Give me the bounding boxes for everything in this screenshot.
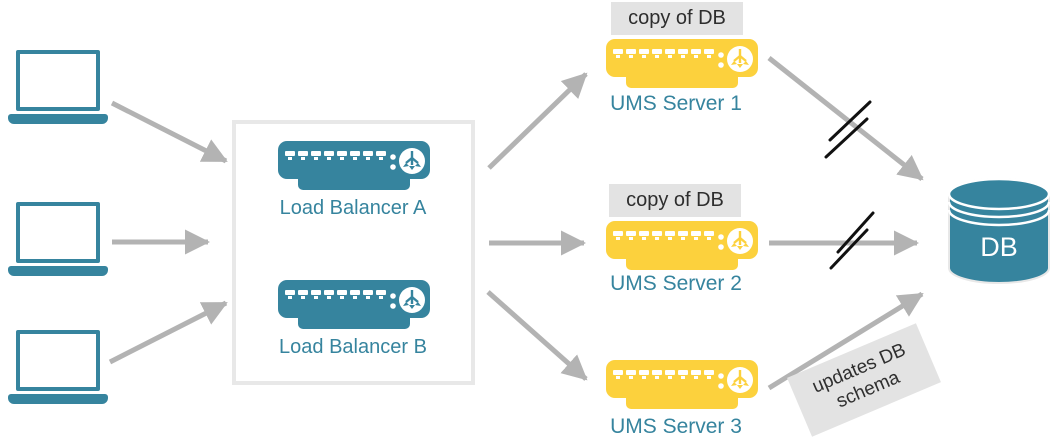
ums-server-1-icon <box>606 39 758 89</box>
arrow-client3-to-loadbalancers <box>108 300 228 365</box>
laptop-screen <box>16 50 100 111</box>
copy-of-db-badge: copy of DB <box>611 2 743 35</box>
load-balancer-a-label: Load Balancer A <box>279 197 427 219</box>
load-balancer-b-label: Load Balancer B <box>279 336 427 358</box>
client-laptop-icon <box>8 50 108 125</box>
load-balancer-b-icon <box>278 280 430 330</box>
laptop-base <box>8 394 108 404</box>
arrow-ums3-to-db <box>767 291 924 391</box>
arrow-client1-to-loadbalancers <box>110 100 228 164</box>
ums-server-3-label: UMS Server 3 <box>610 415 742 438</box>
load-balancer-group-box <box>232 120 475 385</box>
arrow-loadbalancers-to-ums3 <box>486 290 588 381</box>
ums-server-2-icon <box>606 221 758 271</box>
laptop-base <box>8 266 108 276</box>
broken-link-double-slash-icon <box>824 100 872 159</box>
arrow-ums1-to-db <box>767 56 924 181</box>
load-balancer-a-icon <box>278 141 430 191</box>
broken-link-double-slash-icon <box>829 211 875 270</box>
copy-of-db-badge: copy of DB <box>609 184 741 217</box>
database-cylinder-icon <box>947 177 1051 284</box>
laptop-screen <box>16 330 100 391</box>
client-laptop-icon <box>8 202 108 277</box>
ums-server-1-label: UMS Server 1 <box>610 92 742 115</box>
ums-server-2-label: UMS Server 2 <box>610 272 742 295</box>
database-label: DB <box>980 232 1018 262</box>
client-laptop-icon <box>8 330 108 405</box>
ums-server-3-icon <box>606 360 758 410</box>
arrow-loadbalancers-to-ums1 <box>487 72 588 170</box>
laptop-screen <box>16 202 100 263</box>
laptop-base <box>8 114 108 124</box>
